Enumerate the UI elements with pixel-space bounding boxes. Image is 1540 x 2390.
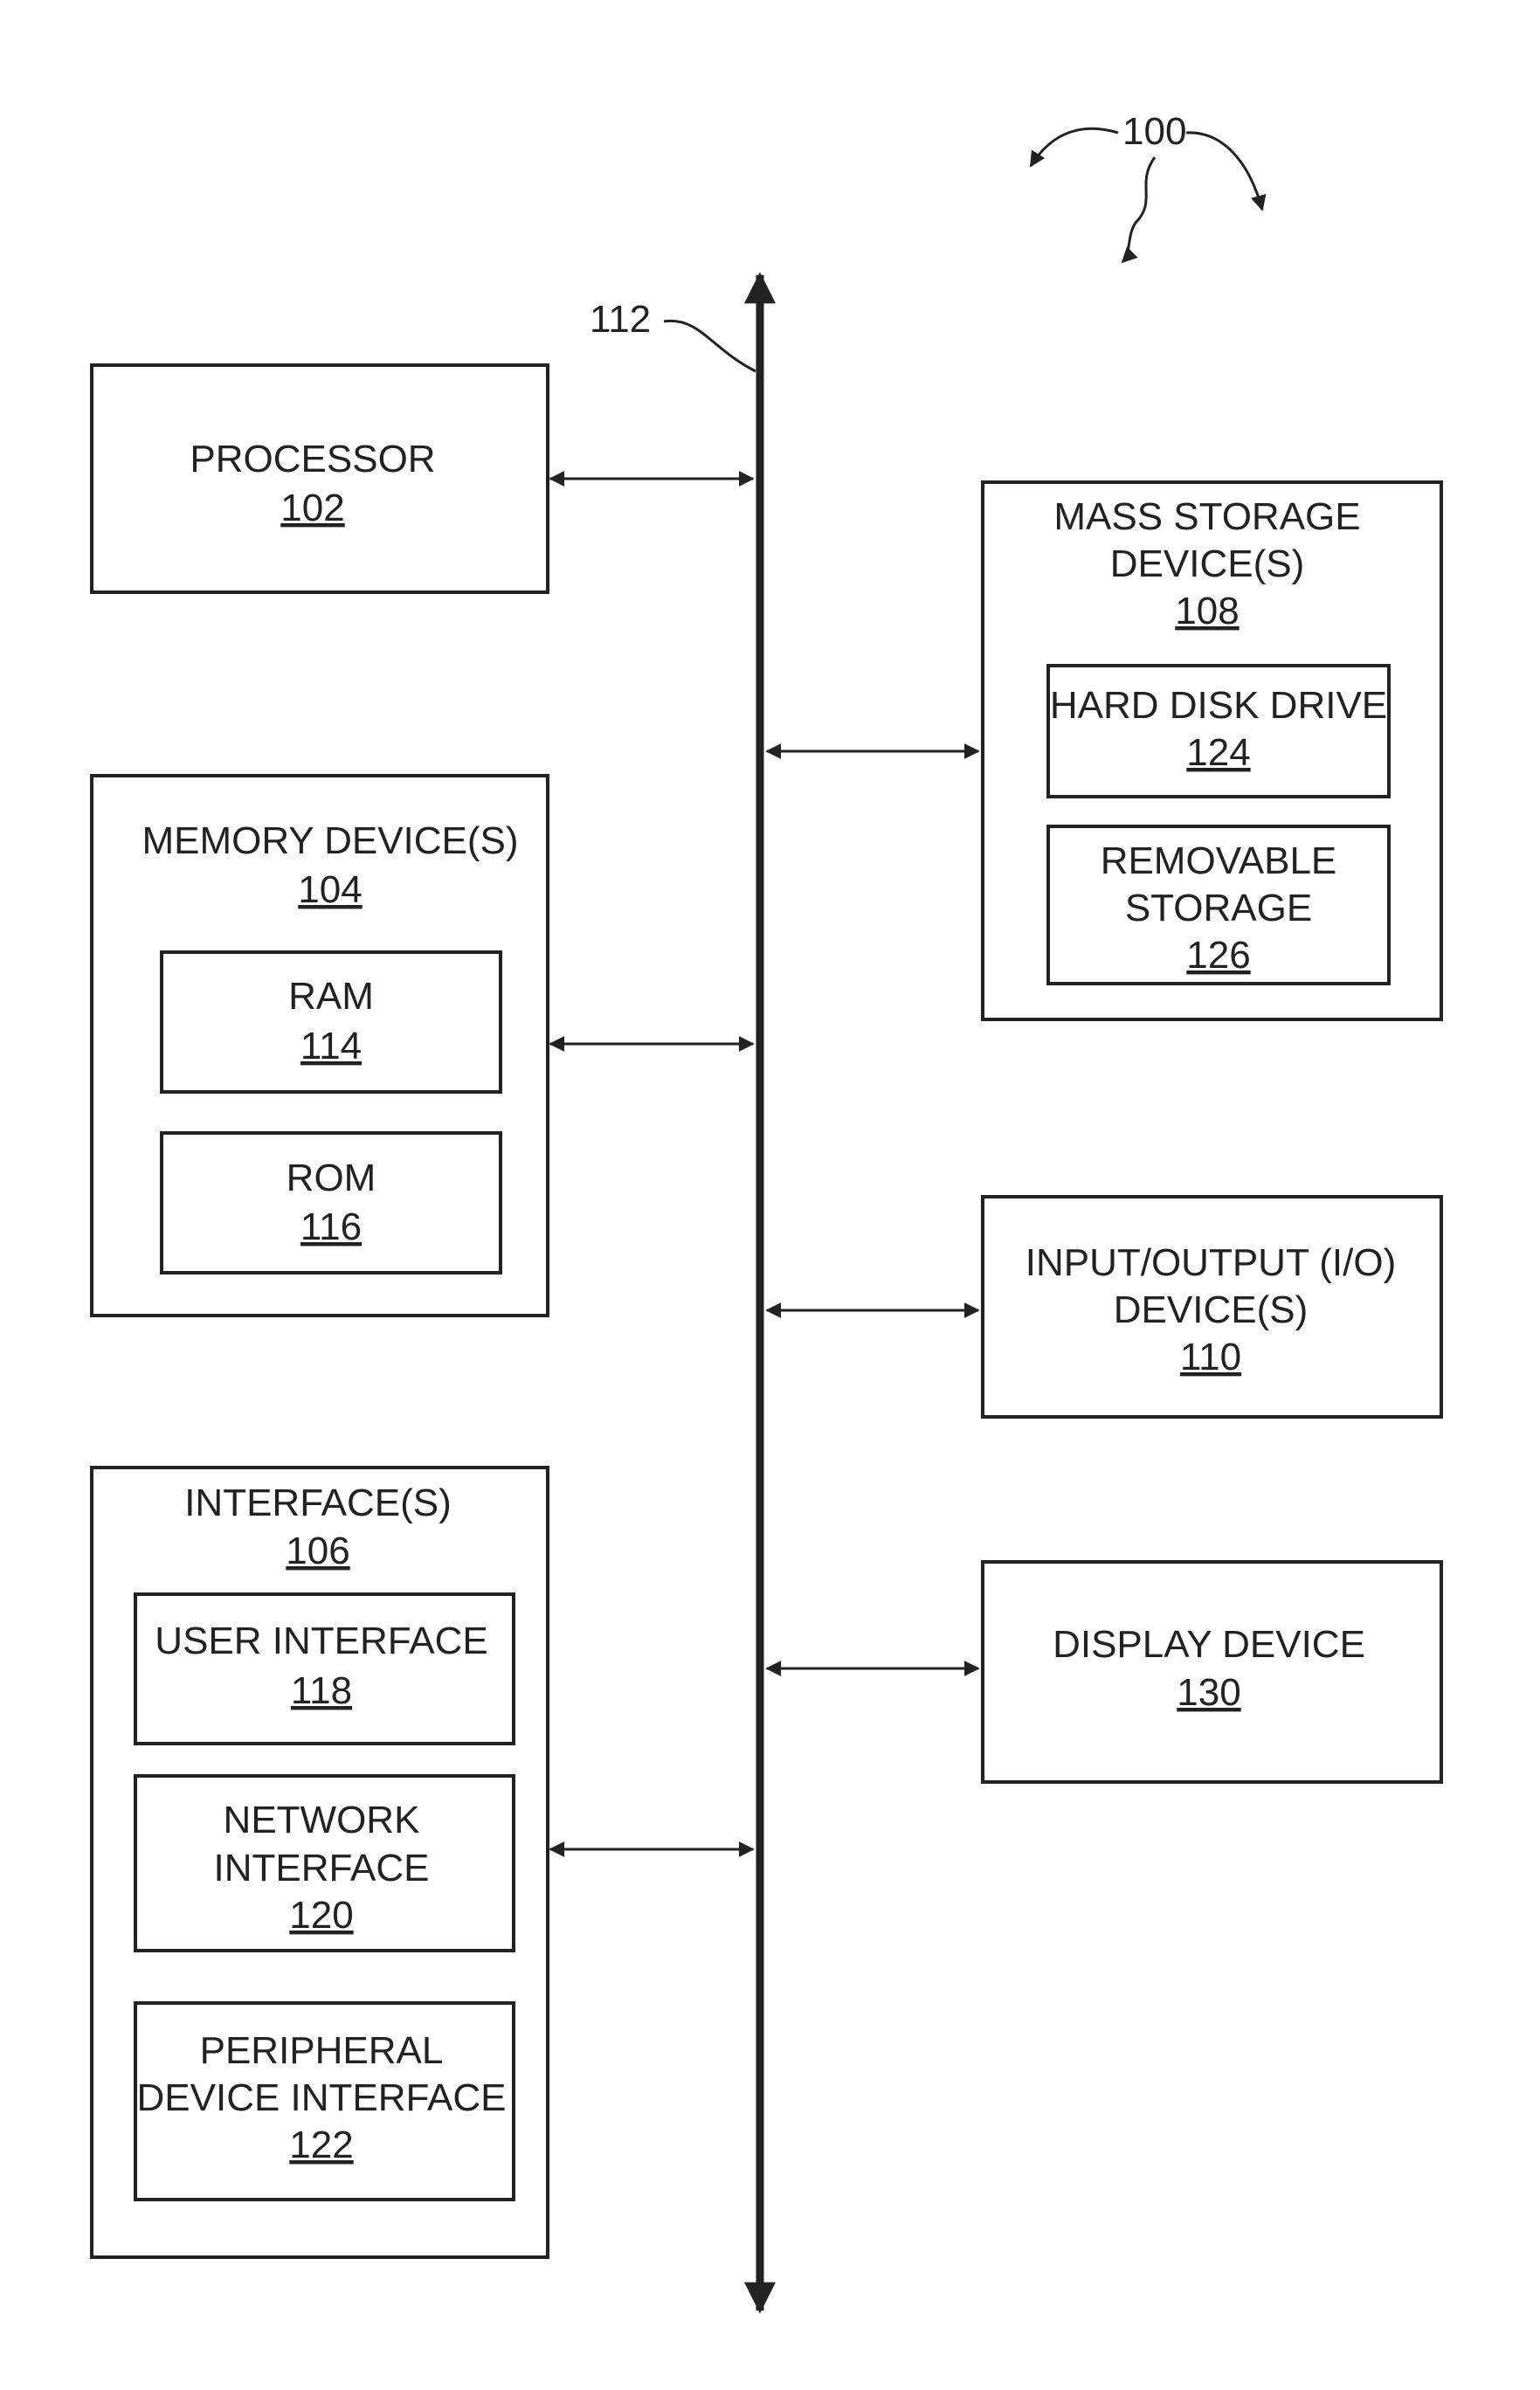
removable-storage-block: REMOVABLE STORAGE 126 [1048, 826, 1389, 984]
interfaces-number: 106 [286, 1530, 349, 1572]
display-block: DISPLAY DEVICE 130 [983, 1562, 1441, 1782]
figure-ref-group: 100 [1031, 110, 1262, 262]
interfaces-label: INTERFACE(S) [184, 1482, 452, 1524]
memory-label: MEMORY DEVICE(S) [142, 819, 518, 862]
network-interface-block: NETWORK INTERFACE 120 [135, 1776, 514, 1951]
figure-ref-arrow-down [1122, 157, 1155, 262]
network-interface-number: 120 [289, 1894, 353, 1937]
network-interface-line1: NETWORK [224, 1799, 420, 1841]
peripheral-interface-block: PERIPHERAL DEVICE INTERFACE 122 [135, 2003, 514, 2200]
bus-ref: 112 [590, 298, 651, 341]
user-interface-number: 118 [291, 1669, 352, 1712]
network-interface-line2: INTERFACE [214, 1847, 430, 1889]
rom-number: 116 [300, 1205, 362, 1248]
interfaces-block: INTERFACE(S) 106 USER INTERFACE 118 NETW… [92, 1468, 548, 2257]
bus-ref-leader [664, 321, 756, 371]
mass-storage-line1: MASS STORAGE [1053, 495, 1360, 538]
memory-block: MEMORY DEVICE(S) 104 RAM 114 ROM 116 [92, 776, 548, 1316]
hard-disk-label: HARD DISK DRIVE [1050, 684, 1387, 727]
memory-number: 104 [298, 868, 362, 911]
figure-ref-arrow-left [1031, 128, 1118, 166]
peripheral-interface-line1: PERIPHERAL [200, 2029, 444, 2072]
processor-block: PROCESSOR 102 [92, 365, 548, 592]
hard-disk-block: HARD DISK DRIVE 124 [1048, 666, 1389, 797]
system-bus: 112 [590, 275, 760, 2311]
io-line1: INPUT/OUTPUT (I/O) [1026, 1241, 1397, 1284]
display-label: DISPLAY DEVICE [1053, 1623, 1365, 1666]
io-number: 110 [1180, 1336, 1241, 1378]
peripheral-interface-number: 122 [289, 2124, 353, 2166]
processor-number: 102 [280, 487, 344, 529]
processor-label: PROCESSOR [190, 438, 435, 480]
mass-storage-number: 108 [1175, 590, 1239, 632]
mass-storage-block: MASS STORAGE DEVICE(S) 108 HARD DISK DRI… [983, 482, 1441, 1019]
ram-number: 114 [300, 1025, 362, 1067]
removable-storage-line2: STORAGE [1125, 887, 1312, 929]
peripheral-interface-line2: DEVICE INTERFACE [137, 2076, 507, 2119]
removable-storage-number: 126 [1186, 934, 1250, 977]
user-interface-block: USER INTERFACE 118 [135, 1594, 514, 1744]
hard-disk-number: 124 [1186, 731, 1250, 774]
ram-block: RAM 114 [162, 952, 501, 1092]
user-interface-label: USER INTERFACE [155, 1620, 487, 1662]
io-block: INPUT/OUTPUT (I/O) DEVICE(S) 110 [983, 1197, 1441, 1417]
ram-label: RAM [288, 975, 374, 1018]
mass-storage-line2: DEVICE(S) [1110, 542, 1304, 585]
removable-storage-line1: REMOVABLE [1101, 839, 1337, 882]
display-number: 130 [1177, 1671, 1240, 1714]
io-line2: DEVICE(S) [1114, 1288, 1308, 1331]
rom-label: ROM [287, 1157, 376, 1199]
rom-block: ROM 116 [162, 1133, 501, 1273]
figure-ref: 100 [1122, 110, 1186, 153]
figure-ref-arrow-right [1186, 133, 1262, 210]
